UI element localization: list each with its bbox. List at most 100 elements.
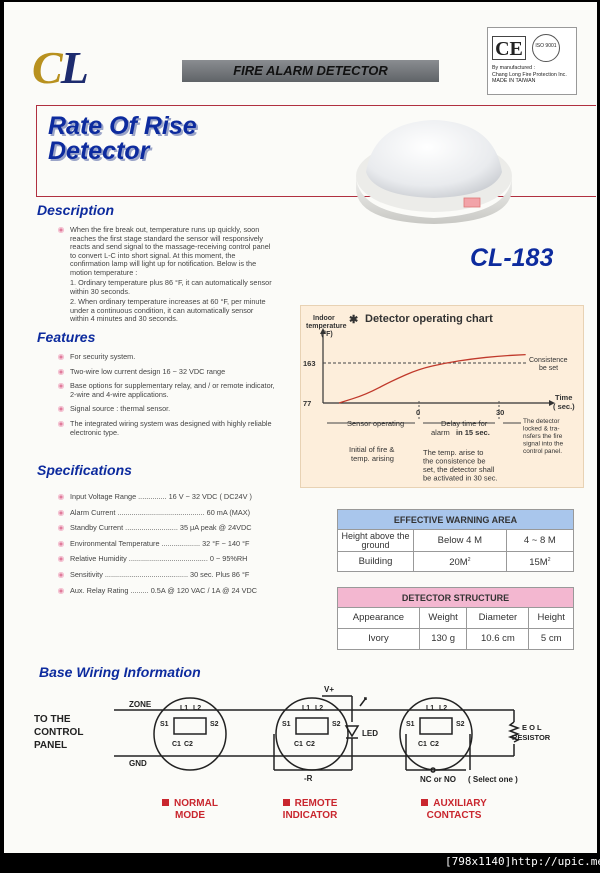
terminal-label: C1 xyxy=(172,741,181,748)
warning-row-label: Building xyxy=(337,551,414,572)
legend-line: MODE xyxy=(175,810,205,821)
locked-note-line: nsfers the fire xyxy=(523,433,563,440)
legend-line: CONTACTS xyxy=(426,810,482,821)
warning-cell: 15M2 xyxy=(505,551,575,572)
terminal-label: S1 xyxy=(282,721,291,728)
terminal-label: S1 xyxy=(406,721,415,728)
terminal-label: S2 xyxy=(456,721,465,728)
category-banner: FIRE ALARM DETECTOR xyxy=(182,60,439,82)
terminal-label: C2 xyxy=(184,741,193,748)
legend-normal-mode: NORMAL MODE xyxy=(150,798,230,822)
warning-header-below4: Below 4 M xyxy=(413,529,507,552)
spec-item: Standby Current ........................… xyxy=(58,524,298,533)
led-label: LED xyxy=(362,729,378,738)
y-tick-label: 77 xyxy=(303,399,311,408)
iso-seal: ISO 9001 xyxy=(532,34,560,62)
legend-remote-indicator: REMOTE INDICATOR xyxy=(266,798,354,822)
sup-2: 2 xyxy=(467,556,471,563)
feature-item: Signal source : thermal sensor. xyxy=(58,405,276,414)
y-axis-arrow xyxy=(320,328,326,334)
terminal-label: S2 xyxy=(332,721,341,728)
spec-item: Aux. Relay Rating ......... 0.5A @ 120 V… xyxy=(58,586,298,596)
vplus-label: V+ xyxy=(324,685,334,694)
warning-header-height: Height above the ground xyxy=(337,529,414,552)
terminal-label: C2 xyxy=(430,741,439,748)
chart-marks xyxy=(338,353,526,404)
x-axis-label-2: ( sec.) xyxy=(553,402,575,411)
locked-note-line: locked & tra- xyxy=(523,426,560,433)
structure-header: Height xyxy=(528,607,574,629)
minus-r-label: -R xyxy=(304,774,313,783)
warning-value: 15M xyxy=(529,557,548,569)
datasheet-page: CL FIRE ALARM DETECTOR CE ISO 9001 By ma… xyxy=(4,2,597,853)
y-tick-label: 163 xyxy=(303,359,316,368)
terminal-label: C1 xyxy=(294,741,303,748)
description-point: 2. When ordinary temperature increases a… xyxy=(70,297,266,324)
description-points: 1. Ordinary temperature plus 86 °F, it c… xyxy=(70,278,274,324)
detector-structure-table: DETECTOR STRUCTURE Appearance Weight Dia… xyxy=(337,587,574,650)
feature-item: The integrated wiring system was designe… xyxy=(58,419,276,437)
description-body: When the fire break out, temperature run… xyxy=(58,225,276,278)
legend-marker xyxy=(421,799,429,806)
structure-cell: Ivory xyxy=(337,628,420,650)
nc-no-label: NC or NO xyxy=(420,775,456,784)
locked-note-line: signal into the xyxy=(523,441,563,448)
warning-header-4to8: 4 ~ 8 M xyxy=(505,529,575,552)
description-heading: Description xyxy=(37,202,115,218)
structure-cell: 5 cm xyxy=(528,628,574,650)
legend-line: AUXILIARY xyxy=(433,798,487,809)
delay-label-2-bold: in 15 sec. xyxy=(456,428,490,437)
terminal-label: C2 xyxy=(306,741,315,748)
spec-item: Alarm Current ..........................… xyxy=(58,508,298,518)
warning-value: 20M xyxy=(449,557,468,569)
gnd-label: GND xyxy=(129,759,147,768)
operating-chart-svg: ✱ Detector operating chart Indoor temper… xyxy=(303,313,575,483)
terminal-label: L2 xyxy=(315,705,323,712)
legend-line: INDICATOR xyxy=(282,810,338,821)
chart-title-star: ✱ xyxy=(349,314,358,326)
structure-header: Appearance xyxy=(337,607,420,629)
zone-label: ZONE xyxy=(129,700,152,709)
detector-product-image xyxy=(356,120,512,224)
temp-note-line: set, the detector shall xyxy=(423,465,495,474)
delay-label-2-prefix: alarm xyxy=(431,428,450,437)
structure-cell: 130 g xyxy=(418,628,468,650)
feature-item: Two-wire low current design 16 ~ 32 VDC … xyxy=(58,367,276,377)
spec-item: Sensitivity ............................… xyxy=(58,570,298,580)
delay-label-1: Delay time for xyxy=(441,419,488,428)
y-axis-label-1: Indoor xyxy=(313,315,335,322)
structure-cell: 10.6 cm xyxy=(466,628,530,650)
spec-item: Environmental Temperature ..............… xyxy=(58,539,298,549)
specifications-list: Input Voltage Range .............. 16 V … xyxy=(58,492,298,596)
sensor-operating-label: Sensor operating xyxy=(347,419,404,428)
temp-note-line: the consistence be xyxy=(423,457,486,466)
structure-header: Weight xyxy=(418,607,468,629)
threshold-label-1: Consistence xyxy=(529,357,568,364)
operating-chart: ✱ Detector operating chart Indoor temper… xyxy=(300,305,584,488)
warning-table-title: EFFECTIVE WARNING AREA xyxy=(337,509,574,530)
company-name: Chang Long Fire Protection Inc. xyxy=(492,71,567,78)
terminal-label: L1 xyxy=(426,705,434,712)
temp-note-line: The temp. arise to xyxy=(423,448,483,457)
threshold-label-2: be set xyxy=(539,365,558,372)
legend-marker xyxy=(162,799,170,806)
terminal-label: S2 xyxy=(210,721,219,728)
temperature-curve xyxy=(338,353,526,404)
structure-header: Diameter xyxy=(466,607,530,629)
feature-item: For security system. xyxy=(58,352,276,362)
description-intro: When the fire break out, temperature run… xyxy=(58,225,276,278)
product-title: Rate Of Rise Detector xyxy=(48,114,197,164)
terminal-label: L1 xyxy=(180,705,188,712)
warning-cell: 20M2 xyxy=(413,551,507,572)
locked-note-line: control panel. xyxy=(523,448,562,455)
model-number: CL-183 xyxy=(470,244,554,272)
legend-line: REMOTE xyxy=(294,798,338,809)
x-axis-arrow xyxy=(549,400,555,406)
temp-note-line: be activated in 30 sec. xyxy=(423,474,498,483)
x-tick-label: 30 xyxy=(496,408,504,417)
sup-2: 2 xyxy=(547,556,551,563)
initial-label-2: temp. arising xyxy=(351,454,394,463)
